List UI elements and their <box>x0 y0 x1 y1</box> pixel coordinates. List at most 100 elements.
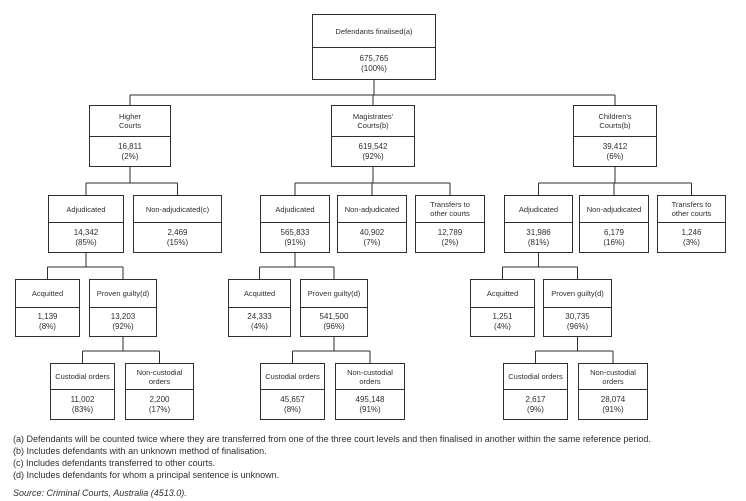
node-pct: (92%) <box>362 151 384 161</box>
node-value: 2,200 <box>149 394 170 404</box>
connector-higher-proven-to-orders <box>82 337 160 363</box>
node-magistrates-transfers: Transfers to other courts 12,789 (2%) <box>415 195 485 253</box>
node-value: 495,148 <box>355 394 385 404</box>
node-magistrates-non-adjudicated: Non-adjudicated 40,902 (7%) <box>337 195 407 253</box>
node-label: Proven guilty(d) <box>544 280 611 308</box>
node-value: 28,074 <box>600 394 626 404</box>
footnote-c: (c) Includes defendants transferred to o… <box>13 458 216 468</box>
node-childrens-proven-guilty: Proven guilty(d) 30,735 (96%) <box>543 279 612 337</box>
node-value: 619,542 <box>358 141 388 151</box>
node-value: 31,986 <box>526 227 551 237</box>
node-higher-non-custodial-orders: Non-custodial orders 2,200 (17%) <box>125 363 194 420</box>
node-pct: (91%) <box>284 237 306 247</box>
node-pct: (85%) <box>75 237 97 247</box>
connector-magistrates-adjudicated-to-outcomes <box>259 253 335 279</box>
node-pct: (8%) <box>284 404 301 414</box>
connector-magistrates-proven-to-orders <box>292 337 371 363</box>
node-pct: (3%) <box>683 237 700 247</box>
node-pct: (91%) <box>359 404 381 414</box>
node-higher-non-adjudicated: Non-adjudicated(c) 2,469 (15%) <box>133 195 222 253</box>
connector-childrens-to-adjudication <box>538 167 692 195</box>
node-label: Non-adjudicated(c) <box>134 196 221 223</box>
node-label: Acquitted <box>229 280 290 308</box>
source-line: Source: Criminal Courts, Australia (4513… <box>13 488 187 498</box>
node-value: 541,500 <box>319 312 349 321</box>
node-magistrates-courts: Magistrates' Courts(b) 619,542 (92%) <box>331 105 415 167</box>
footnote-b: (b) Includes defendants with an unknown … <box>13 446 267 456</box>
node-pct: (91%) <box>602 404 624 414</box>
node-value: 39,412 <box>602 141 628 151</box>
node-pct: (2%) <box>121 151 139 161</box>
node-label: Custodial orders <box>51 364 114 390</box>
node-value: 675,765 <box>359 53 389 63</box>
node-label: Non-adjudicated <box>338 196 406 223</box>
node-label: Acquitted <box>16 280 79 308</box>
connector-childrens-proven-to-orders <box>535 337 614 363</box>
connector-childrens-adjudicated-to-outcomes <box>502 253 578 279</box>
node-label: Custodial orders <box>261 364 324 390</box>
node-pct: (4%) <box>251 322 268 331</box>
node-value: 24,333 <box>247 312 272 321</box>
node-higher-proven-guilty: Proven guilty(d) 13,203 (92%) <box>89 279 157 337</box>
node-higher-adjudicated: Adjudicated 14,342 (85%) <box>48 195 124 253</box>
node-label: Higher Courts <box>90 106 170 137</box>
node-value: 14,342 <box>73 227 99 237</box>
node-label: Non-adjudicated <box>580 196 648 223</box>
node-label: Acquitted <box>471 280 534 308</box>
node-label: Proven guilty(d) <box>301 280 367 308</box>
node-label: Non-custodial orders <box>126 364 193 390</box>
node-childrens-transfers: Transfers to other courts 1,246 (3%) <box>657 195 726 253</box>
node-childrens-custodial-orders: Custodial orders 2,617 (9%) <box>503 363 568 420</box>
node-pct: (7%) <box>363 237 381 247</box>
node-defendants-finalised: Defendants finalised(a) 675,765 (100%) <box>312 14 436 80</box>
node-childrens-non-adjudicated: Non-adjudicated 6,179 (16%) <box>579 195 649 253</box>
node-higher-acquitted: Acquitted 1,139 (8%) <box>15 279 80 337</box>
node-value: 11,002 <box>70 394 95 404</box>
node-value: 13,203 <box>110 312 136 321</box>
node-value: 1,246 <box>681 227 702 237</box>
node-pct: (16%) <box>603 237 625 247</box>
node-label: Proven guilty(d) <box>90 280 156 308</box>
connector-root-to-courts <box>129 80 616 105</box>
node-pct: (9%) <box>527 404 544 414</box>
node-pct: (96%) <box>323 322 345 331</box>
node-pct: (81%) <box>527 237 550 247</box>
connector-magistrates-to-adjudication <box>294 167 451 195</box>
node-label: Transfers to other courts <box>416 196 484 223</box>
footnote-d: (d) Includes defendants for whom a princ… <box>13 470 280 480</box>
node-childrens-acquitted: Acquitted 1,251 (4%) <box>470 279 535 337</box>
node-value: 2,469 <box>167 227 188 237</box>
node-label: Adjudicated <box>49 196 123 223</box>
node-pct: (100%) <box>361 63 387 73</box>
node-label: Adjudicated <box>261 196 329 223</box>
node-label: Non-custodial orders <box>336 364 404 390</box>
node-value: 45,657 <box>280 394 305 404</box>
node-label: Defendants finalised(a) <box>313 15 435 48</box>
node-label: Adjudicated <box>505 196 572 223</box>
node-pct: (17%) <box>148 404 171 414</box>
node-value: 6,179 <box>603 227 625 237</box>
node-value: 1,139 <box>37 312 58 321</box>
node-higher-custodial-orders: Custodial orders 11,002 (83%) <box>50 363 115 420</box>
node-magistrates-adjudicated: Adjudicated 565,833 (91%) <box>260 195 330 253</box>
node-pct: (2%) <box>441 237 459 247</box>
node-magistrates-acquitted: Acquitted 24,333 (4%) <box>228 279 291 337</box>
node-childrens-courts: Children's Courts(b) 39,412 (6%) <box>573 105 657 167</box>
connector-higher-to-adjudication <box>85 167 178 195</box>
node-magistrates-non-custodial-orders: Non-custodial orders 495,148 (91%) <box>335 363 405 420</box>
node-childrens-adjudicated: Adjudicated 31,986 (81%) <box>504 195 573 253</box>
node-pct: (83%) <box>71 404 94 414</box>
node-label: Transfers to other courts <box>658 196 725 223</box>
node-higher-courts: Higher Courts 16,811 (2%) <box>89 105 171 167</box>
node-value: 30,735 <box>565 312 590 321</box>
node-label: Custodial orders <box>504 364 567 390</box>
node-pct: (8%) <box>39 322 56 331</box>
node-pct: (15%) <box>166 237 189 247</box>
node-pct: (4%) <box>494 322 511 331</box>
node-label: Non-custodial orders <box>579 364 647 390</box>
node-value: 565,833 <box>280 227 310 237</box>
node-label: Children's Courts(b) <box>574 106 656 137</box>
connector-higher-adjudicated-to-outcomes <box>47 253 124 279</box>
